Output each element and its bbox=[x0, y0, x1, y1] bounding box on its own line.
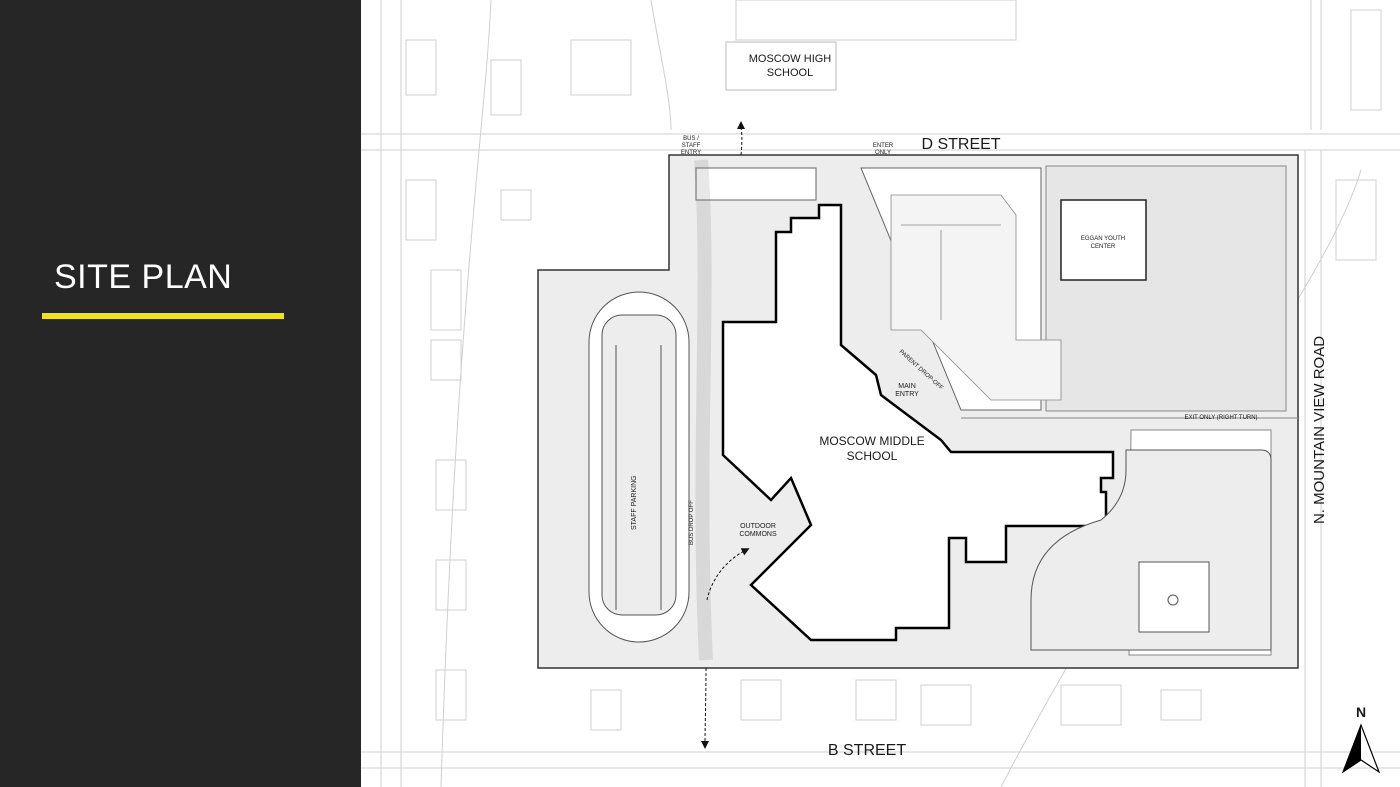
enter-only-label-2: ONLY bbox=[875, 150, 891, 156]
commons-arrow bbox=[706, 548, 750, 601]
b-street-label: B STREET bbox=[828, 742, 906, 759]
bus-staff-entry-label-1: BUS / bbox=[683, 136, 699, 142]
outdoor-commons-label-1: OUTDOOR bbox=[740, 523, 776, 530]
d-street-label: D STREET bbox=[921, 136, 1000, 153]
sidebar-panel: SITE PLAN bbox=[0, 0, 361, 787]
slide-title: SITE PLAN bbox=[54, 258, 233, 296]
bus-route-arrow bbox=[701, 667, 710, 749]
youth-center-label-2: CENTER bbox=[1091, 244, 1116, 250]
staff-parking-label: STAFF PARKING bbox=[631, 475, 638, 530]
title-underline bbox=[42, 313, 284, 319]
staff-parking-loop bbox=[588, 291, 690, 643]
parking-lot bbox=[890, 194, 1062, 401]
middle-school-label-1: MOSCOW MIDDLE bbox=[819, 434, 924, 448]
outdoor-commons-label-2: COMMONS bbox=[739, 531, 777, 538]
ballfield bbox=[1030, 449, 1272, 651]
bus-staff-entry-label-3: ENTRY bbox=[681, 150, 701, 156]
site-plan: MOSCOW HIGH SCHOOL STAFF PARKING BUS DRO… bbox=[361, 0, 1400, 787]
bus-staff-entry-label-2: STAFF bbox=[682, 143, 701, 149]
middle-school-building bbox=[721, 203, 1115, 642]
high-school-label-1: MOSCOW HIGH bbox=[749, 53, 832, 65]
bus-dropoff-label: BUS DROP OFF bbox=[689, 500, 695, 545]
high-school-building bbox=[725, 41, 837, 91]
north-label: N bbox=[1356, 704, 1366, 720]
enter-only-label-1: ENTER bbox=[873, 143, 894, 149]
exit-only-label: EXIT ONLY (RIGHT TURN) bbox=[1184, 415, 1257, 421]
main-entry-label-2: ENTRY bbox=[895, 391, 919, 398]
main-entry-label-1: MAIN bbox=[898, 383, 916, 390]
bus-exit-arrow bbox=[737, 121, 746, 156]
bus-dropoff-road bbox=[694, 159, 713, 661]
north-arrow-fill bbox=[1343, 725, 1361, 772]
youth-center-building bbox=[1060, 199, 1147, 281]
youth-center-label-1: EGGAN YOUTH bbox=[1081, 236, 1125, 242]
mountain-view-label: N. MOUNTAIN VIEW ROAD bbox=[1311, 336, 1328, 524]
high-school-label-2: SCHOOL bbox=[767, 67, 813, 79]
middle-school-label-2: SCHOOL bbox=[847, 449, 898, 463]
